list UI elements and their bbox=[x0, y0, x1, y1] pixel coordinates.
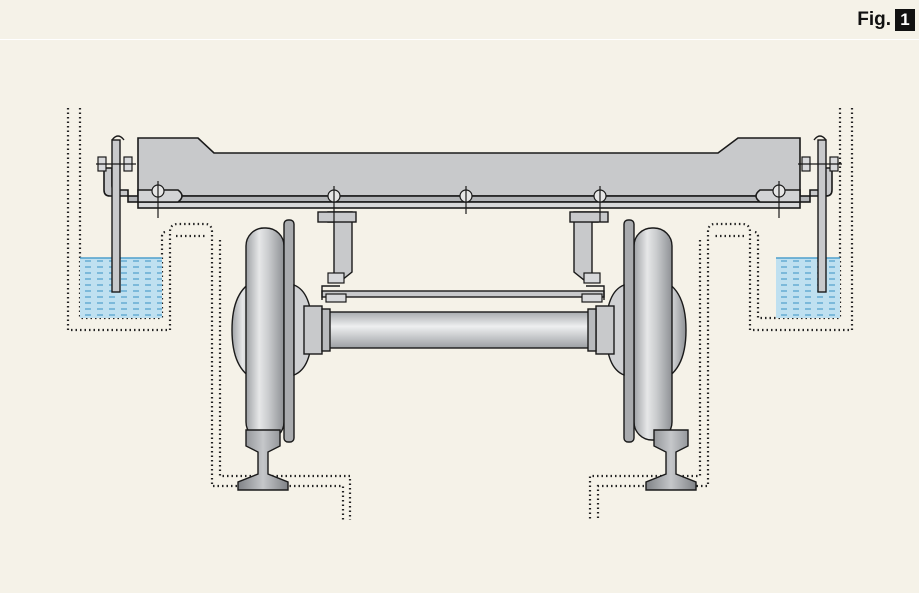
right-rail bbox=[645, 429, 697, 491]
tie-rod bbox=[321, 285, 605, 300]
left-water-trough bbox=[80, 257, 162, 318]
figure-label: Fig. bbox=[857, 9, 891, 30]
right-seal-plate bbox=[813, 135, 827, 293]
header-divider bbox=[0, 39, 919, 40]
ground-profile bbox=[66, 108, 854, 520]
axle bbox=[303, 305, 615, 355]
left-seal-plate bbox=[111, 135, 125, 293]
right-hanger bbox=[569, 211, 609, 281]
right-water-trough bbox=[776, 257, 840, 318]
right-wheel bbox=[605, 219, 687, 443]
left-hanger bbox=[317, 211, 357, 281]
left-wheel bbox=[231, 219, 313, 443]
left-rail bbox=[237, 429, 289, 491]
rivet-icon bbox=[151, 181, 786, 222]
bolt-icon bbox=[96, 156, 842, 303]
figure-number-badge: 1 bbox=[895, 9, 915, 31]
